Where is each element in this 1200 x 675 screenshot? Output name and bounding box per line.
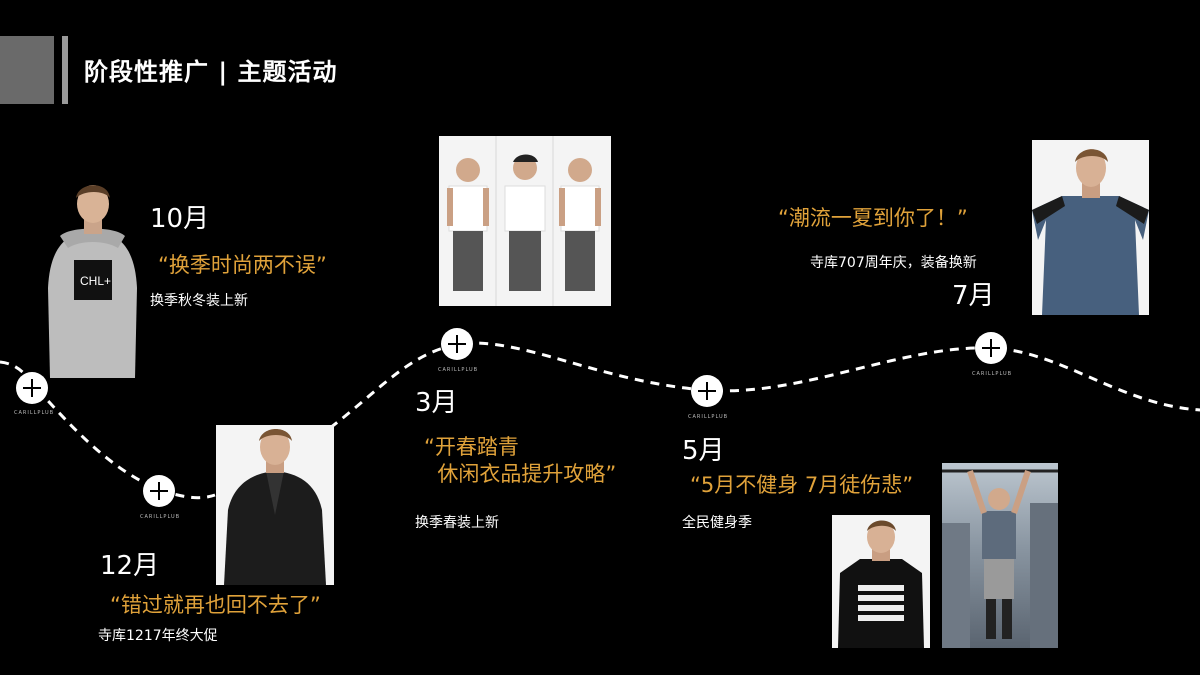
subtitle-oct: 换季秋冬装上新: [150, 293, 248, 309]
quote-jul: “潮流一夏到你了！”: [778, 206, 968, 230]
month-label-dec: 12月: [100, 551, 160, 581]
timeline-node-1[interactable]: [16, 372, 48, 404]
photo-gym-pullup: [942, 463, 1058, 648]
photo-jacket: [216, 425, 334, 585]
hoodie-print-text: CHL+: [80, 274, 111, 288]
photo-spring-trio: [439, 136, 611, 306]
timeline-node-4[interactable]: [691, 375, 723, 407]
month-label-oct: 10月: [150, 204, 210, 234]
timeline-node-2[interactable]: [143, 475, 175, 507]
header-bar: [62, 36, 68, 104]
header-block: [0, 36, 54, 104]
timeline-node-3[interactable]: [441, 328, 473, 360]
quote-mar: “开春踏青 休闲衣品提升攻略”: [424, 435, 617, 486]
subtitle-jul: 寺库707周年庆，装备换新: [810, 255, 977, 271]
month-label-mar: 3月: [415, 388, 458, 418]
month-label-may: 5月: [682, 436, 725, 466]
subtitle-may: 全民健身季: [682, 515, 752, 531]
subtitle-mar: 换季春装上新: [415, 515, 499, 531]
month-label-jul: 7月: [952, 281, 995, 311]
quote-oct: “换季时尚两不误”: [158, 253, 327, 277]
timeline-node-5[interactable]: [975, 332, 1007, 364]
subtitle-dec: 寺库1217年终大促: [98, 628, 218, 644]
quote-may: “5月不健身 7月徒伤悲”: [690, 473, 914, 497]
node-tag-3: CARILLPLUB: [438, 367, 479, 373]
node-tag-4: CARILLPLUB: [688, 414, 729, 420]
node-tag-5: CARILLPLUB: [972, 371, 1013, 377]
photo-graphic-tee: [832, 515, 930, 648]
photo-blue-tee: [1032, 140, 1149, 315]
quote-dec: “错过就再也回不去了”: [110, 593, 321, 617]
page-title: 阶段性推广 | 主题活动: [84, 58, 338, 86]
node-tag-2: CARILLPLUB: [140, 514, 181, 520]
photo-hoodie: CHL+: [40, 178, 145, 378]
node-tag-1: CARILLPLUB: [14, 410, 55, 416]
